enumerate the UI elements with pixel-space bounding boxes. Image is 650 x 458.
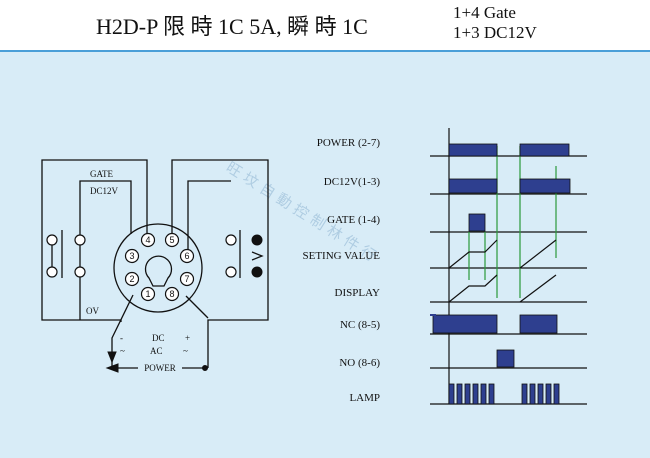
lamp-terminals [251, 234, 264, 278]
pin-2-circle [124, 271, 140, 287]
signal-label-nc: NC (8-5) [340, 319, 380, 331]
tilde-right-label: ~ [183, 346, 188, 356]
pulse-nc-2 [519, 314, 558, 334]
lamp-pulse-4 [472, 383, 479, 405]
pulse-power-1 [448, 143, 498, 157]
pin-8-label: 8 [169, 289, 174, 299]
base-key [144, 255, 173, 287]
dc12v-label: DC12V [90, 186, 119, 196]
signal-label-gate: GATE (1-4) [327, 214, 380, 226]
gate-label: GATE [90, 169, 113, 179]
lamp-terminal-top [251, 234, 263, 246]
pin-2-label: 2 [129, 274, 134, 284]
lamp-pulse-6 [488, 383, 495, 405]
pin-4-label: 4 [145, 235, 150, 245]
pin-1-label: 1 [145, 289, 150, 299]
power-label-bg [138, 362, 182, 373]
signal-label-lamp: LAMP [349, 392, 380, 404]
signal-label-power: POWER (2-7) [317, 137, 381, 149]
lamp-pulse-8 [529, 383, 536, 405]
left-contact-bot-a [46, 266, 58, 278]
signal-label-display: DISPLAY [335, 287, 380, 299]
timing-markers [468, 146, 557, 298]
pin-4-circle [140, 232, 156, 248]
header-divider [0, 50, 650, 52]
power-arrowhead-left [105, 363, 119, 373]
pin-5-circle [164, 232, 180, 248]
power-arrowhead-down [107, 351, 117, 364]
contact-terminals [46, 234, 237, 278]
pulse-dc12v-2 [519, 178, 571, 194]
ac-label: AC [150, 346, 163, 356]
pulse-nc-1 [432, 314, 498, 334]
display-ramp-1 [448, 274, 498, 303]
ov-label: OV [86, 306, 99, 316]
header-bar: H2D-P 限 時 1C 5A, 瞬 時 1C 1+4 Gate 1+3 DC1… [0, 0, 650, 50]
power-label: POWER [144, 363, 176, 373]
right-contact-top [225, 234, 237, 246]
lamp-pulse-9 [537, 383, 544, 405]
display-ramp-2 [519, 274, 557, 303]
minus-label: - [120, 333, 123, 343]
plus-label: + [185, 333, 190, 343]
lamp-pulse-3 [464, 383, 471, 405]
pin-1-circle [140, 286, 156, 302]
pulse-gate [468, 213, 486, 232]
pulse-no [496, 349, 515, 368]
pulse-power-2 [519, 143, 570, 157]
signal-label-dc12v: DC12V(1-3) [324, 176, 381, 188]
setting-ramp-1 [448, 239, 498, 269]
wire-right-frame [171, 159, 269, 368]
lamp-pulse-10 [545, 383, 552, 405]
pin-8-circle [164, 286, 180, 302]
ramp-lines [448, 239, 557, 303]
left-contact-bot-b [74, 266, 86, 278]
pin-5-label: 5 [169, 235, 174, 245]
pin-3-label: 3 [129, 251, 134, 261]
lamp-pulse-1 [448, 383, 455, 405]
page-title: H2D-P 限 時 1C 5A, 瞬 時 1C [96, 14, 368, 39]
lamp-symbol [251, 251, 264, 261]
power-dot-right [202, 365, 208, 371]
pulse-dc12v-1 [448, 178, 498, 194]
setting-ramp-2 [519, 239, 557, 269]
signal-label-no: NO (8-6) [339, 357, 380, 369]
left-contact-top-a [46, 234, 58, 246]
lamp-pulse-11 [553, 383, 560, 405]
relay-pins: 4 5 3 6 2 7 1 8 [124, 232, 195, 302]
timing-pulses [432, 143, 571, 405]
pin-6-circle [179, 248, 195, 264]
lamp-pulse-7 [521, 383, 528, 405]
right-contact-bot [225, 266, 237, 278]
signal-label-setting-value: SETING VALUE [302, 250, 380, 262]
relay-base [113, 223, 203, 313]
wire-gate-inner [79, 180, 132, 320]
lamp-pulse-5 [480, 383, 487, 405]
lamp-pulse-2 [456, 383, 463, 405]
wire-right-inner [187, 180, 231, 252]
pin-6-label: 6 [184, 251, 189, 261]
pin-7-label: 7 [184, 274, 189, 284]
dc-label: DC [152, 333, 165, 343]
timing-labels: POWER (2-7) DC12V(1-3) GATE (1-4) SETING… [302, 137, 380, 404]
pin-7-circle [179, 271, 195, 287]
tilde-left-label: ~ [120, 346, 125, 356]
wire-power-right [185, 295, 209, 319]
left-contact-top-b [74, 234, 86, 246]
spec-dc12v: 1+3 DC12V [453, 23, 537, 42]
pin-3-circle [124, 248, 140, 264]
spec-gate: 1+4 Gate [453, 3, 516, 22]
lamp-terminal-bot [251, 266, 263, 278]
